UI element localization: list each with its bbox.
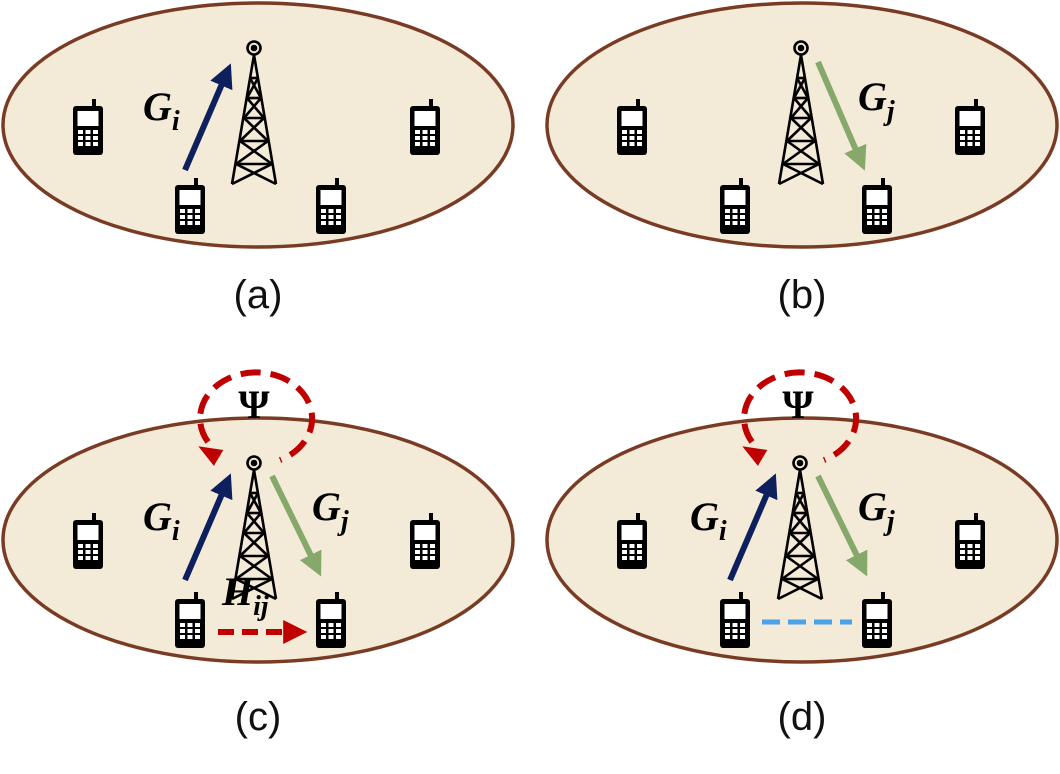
mobile-phone-icon: [955, 513, 985, 569]
mobile-phone-icon: [73, 99, 103, 155]
uplink-arrow: [727, 473, 778, 582]
uplink-label: Gi: [143, 494, 180, 547]
mobile-phone-icon: [316, 178, 346, 234]
mobile-phone-icon: [955, 99, 985, 155]
downlink-label: Gj: [858, 74, 895, 127]
panel-b: Gj (b): [545, 1, 1059, 317]
downlink-arrow: [269, 474, 322, 577]
mobile-phone-icon: [175, 178, 205, 234]
mobile-phone-icon: [617, 513, 647, 569]
self-interference-arrowhead: [742, 446, 768, 466]
mobile-phone-icon: [862, 178, 892, 234]
downlink-label: Gj: [858, 484, 895, 537]
mobile-phone-icon: [410, 99, 440, 155]
self-interference-arrowhead: [198, 446, 224, 466]
panel-c: Ψ Gi Gj Hij (c): [1, 369, 515, 739]
mobile-phone-icon: [175, 592, 205, 648]
mobile-phone-icon: [316, 592, 346, 648]
panel-caption: (c): [235, 695, 282, 739]
downlink-arrow: [815, 60, 867, 171]
mobile-phone-icon: [862, 592, 892, 648]
mobile-phone-icon: [720, 592, 750, 648]
uplink-label: Gi: [690, 494, 727, 547]
mobile-phone-icon: [720, 178, 750, 234]
panel-caption: (b): [778, 273, 827, 317]
self-interference-label: Ψ: [782, 382, 814, 427]
panel-d: Ψ Gi Gj (d): [545, 369, 1059, 739]
interference-label: Hij: [221, 569, 269, 622]
mobile-phone-icon: [617, 99, 647, 155]
panel-caption: (a): [234, 273, 283, 317]
panel-a: Gi (a): [1, 1, 515, 317]
mobile-phone-icon: [73, 513, 103, 569]
panel-caption: (d): [778, 695, 827, 739]
uplink-label: Gi: [143, 84, 180, 137]
mobile-phone-icon: [410, 513, 440, 569]
downlink-arrow: [815, 474, 868, 577]
uplink-arrow: [182, 63, 233, 172]
self-interference-label: Ψ: [238, 382, 270, 427]
self-interference-loop: [741, 369, 860, 463]
uplink-arrow: [182, 473, 233, 582]
self-interference-loop: [197, 369, 316, 463]
